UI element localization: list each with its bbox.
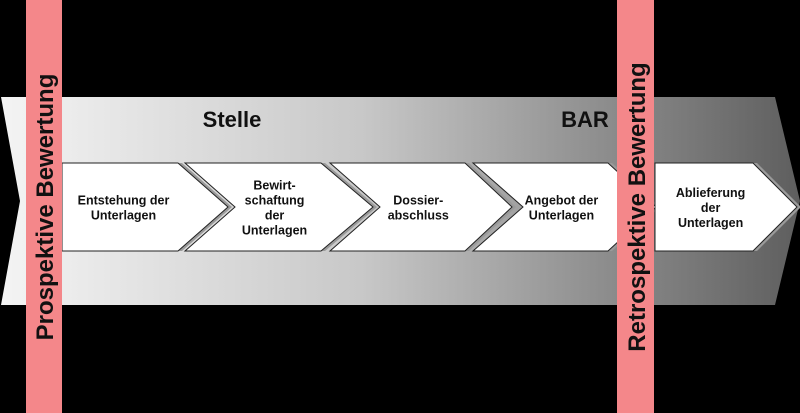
retrospective-marker xyxy=(617,0,654,413)
step-label: Entstehung der xyxy=(78,194,170,208)
band-label-bar: BAR xyxy=(561,107,609,132)
step-chevron xyxy=(183,162,374,252)
step-label: Bewirt- xyxy=(253,179,295,193)
step-label: Unterlagen xyxy=(242,224,307,238)
step-label: Unterlagen xyxy=(678,216,743,230)
prospective-marker xyxy=(26,0,62,413)
step-chevron xyxy=(654,162,798,252)
step-chevron xyxy=(471,162,657,252)
step-label: abschluss xyxy=(388,209,449,223)
step-label: Unterlagen xyxy=(91,209,156,223)
step-label: der xyxy=(701,201,721,215)
step-label: Unterlagen xyxy=(529,209,594,223)
step-label: Angebot der xyxy=(525,194,599,208)
step-label: der xyxy=(265,209,285,223)
step-label: Dossier- xyxy=(393,194,443,208)
retrospective-marker-label: Retrospektive Bewertung xyxy=(624,62,651,351)
step-label: Ablieferung xyxy=(676,186,745,200)
step-chevron xyxy=(328,162,513,252)
prospective-marker-label: Prospektive Bewertung xyxy=(32,74,59,341)
band-label-stelle: Stelle xyxy=(203,107,262,132)
step-label: schaftung xyxy=(245,194,305,208)
